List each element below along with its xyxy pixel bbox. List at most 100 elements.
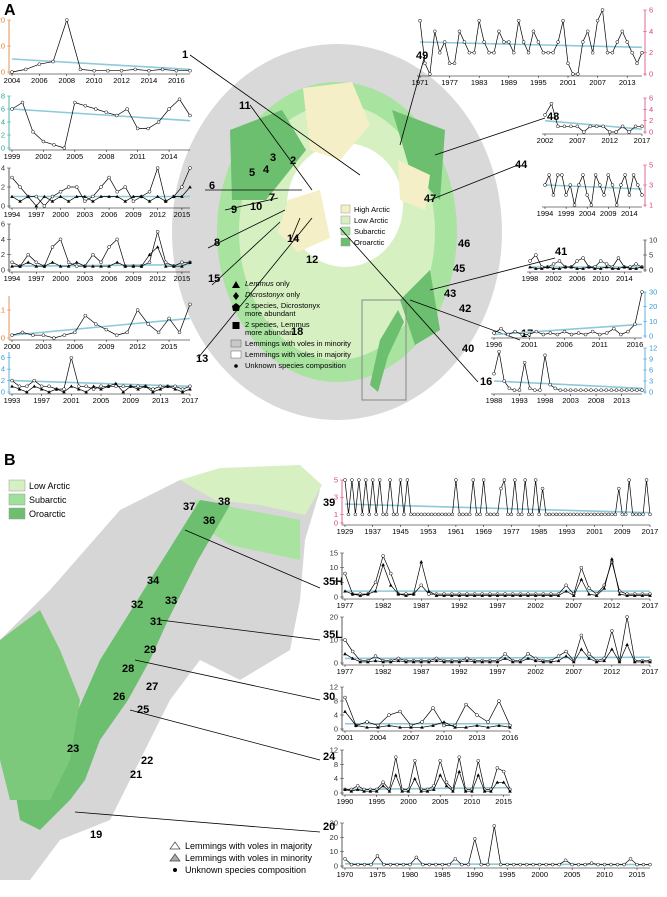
x-tick-label: 1997	[28, 210, 45, 219]
leader-line	[429, 257, 556, 291]
data-point	[123, 185, 128, 189]
data-point	[464, 725, 468, 729]
panel-b-label: B	[4, 452, 16, 469]
site-label-8: 8	[214, 237, 220, 249]
x-tick-label: 1970	[337, 870, 354, 879]
data-point	[547, 512, 552, 517]
data-point	[526, 512, 531, 517]
x-tick-label: 1977	[337, 667, 354, 676]
x-tick-label: 2008	[588, 396, 605, 405]
data-point	[648, 512, 652, 517]
data-point	[568, 183, 573, 187]
x-tick-label: 2013	[469, 733, 486, 742]
data-point	[419, 789, 423, 793]
data-point	[421, 862, 425, 867]
data-point	[499, 486, 503, 491]
data-point	[131, 199, 136, 203]
data-point	[434, 862, 438, 867]
leader-line	[211, 221, 281, 286]
data-point	[557, 259, 562, 263]
y-tick-label: 20	[649, 302, 657, 311]
legend-symbol-label-line2: more abundant	[245, 309, 296, 318]
data-point	[147, 260, 152, 265]
data-point	[531, 862, 535, 867]
data-point	[99, 185, 103, 189]
site-label-27: 27	[146, 681, 158, 693]
data-point	[365, 725, 369, 729]
y-tick-label: 4	[1, 235, 5, 244]
data-point	[620, 29, 625, 34]
x-tick-label: 1989	[500, 78, 517, 87]
data-point	[589, 861, 594, 865]
data-point	[427, 589, 431, 593]
y-tick-label: 5	[334, 476, 338, 485]
data-point	[365, 720, 369, 724]
y-tick-label: 6	[1, 353, 5, 362]
data-point	[537, 862, 542, 867]
x-tick-label: 2001	[586, 527, 603, 536]
data-point	[388, 660, 393, 664]
data-point	[156, 120, 161, 124]
data-point	[381, 562, 385, 567]
data-point	[575, 259, 579, 263]
data-point	[77, 384, 81, 389]
data-point	[503, 593, 507, 597]
data-point	[619, 183, 623, 187]
data-point	[518, 660, 523, 664]
x-tick-label: 1997	[33, 396, 50, 405]
data-point	[602, 586, 607, 590]
trend-line	[344, 656, 651, 660]
data-point	[66, 260, 71, 265]
x-tick-label: 1997	[489, 667, 506, 676]
data-point	[576, 331, 581, 335]
data-point	[576, 862, 581, 867]
series-line-0	[345, 757, 511, 791]
y-tick-label: 8	[334, 760, 338, 769]
data-point	[50, 245, 55, 249]
data-point	[447, 61, 452, 66]
data-point	[551, 266, 556, 270]
data-point	[91, 264, 95, 268]
leader-line	[249, 104, 313, 191]
data-point	[561, 18, 565, 23]
data-point	[576, 72, 580, 76]
site-label-49: 49	[416, 50, 428, 62]
data-point	[41, 333, 46, 337]
data-point	[427, 660, 431, 664]
data-point	[369, 862, 373, 867]
data-point	[507, 386, 512, 391]
data-point	[65, 18, 69, 22]
chart-A-site15: 20002003200620092012201500,1	[0, 296, 192, 351]
series-line-0	[344, 479, 651, 515]
data-point	[353, 512, 358, 517]
data-point	[457, 593, 462, 597]
leader-line	[134, 659, 321, 701]
data-point	[516, 512, 521, 517]
site-label-16: 16	[480, 376, 492, 388]
data-point	[634, 266, 638, 270]
data-point	[454, 478, 458, 482]
trend-line	[493, 380, 643, 390]
data-point	[389, 571, 393, 576]
x-tick-label: 1992	[451, 667, 468, 676]
data-point	[62, 387, 66, 391]
data-point	[571, 593, 576, 597]
data-point	[413, 776, 417, 781]
site-label-24: 24	[323, 751, 336, 763]
data-point	[418, 18, 422, 23]
x-tick-label: 1975	[369, 870, 386, 879]
data-point	[604, 265, 609, 269]
trend-line	[11, 108, 191, 122]
data-point	[648, 593, 652, 597]
oroarctic-southwest	[0, 610, 80, 800]
data-point	[534, 329, 539, 334]
data-point	[497, 349, 501, 354]
data-point	[579, 647, 584, 651]
trend-line	[11, 58, 191, 71]
y-tick-label: 10	[330, 563, 338, 572]
data-point	[594, 124, 599, 129]
data-point	[480, 593, 485, 597]
data-point	[364, 478, 368, 482]
